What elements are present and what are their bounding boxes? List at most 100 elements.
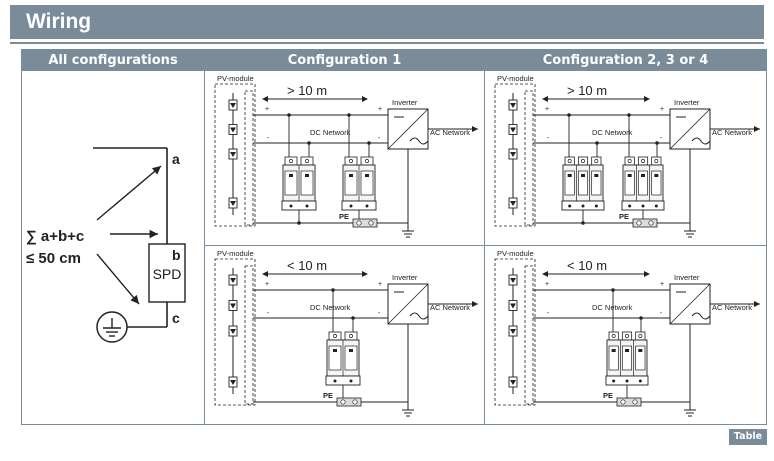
junction-dot [351, 316, 355, 320]
title-rule [10, 42, 764, 44]
wire [387, 108, 429, 150]
column-divider [204, 50, 205, 424]
dc-network-label: DC Network [310, 303, 351, 312]
inverter-label: Inverter [392, 273, 418, 282]
sum-label: ∑ a+b+c [26, 228, 84, 245]
junction-dot [655, 141, 659, 145]
pv-module-label: PV-module [217, 74, 254, 83]
pe-label: PE [323, 391, 333, 400]
arrow-head [472, 126, 478, 132]
spd-device [325, 331, 361, 386]
junction-dot [367, 141, 371, 145]
diode-icon [230, 278, 236, 283]
header-all-configurations: All configurations [22, 50, 204, 71]
label-c: c [172, 310, 180, 326]
diode-icon [230, 152, 236, 157]
terminal-screw [636, 220, 642, 226]
ac-network-label: AC Network [712, 303, 752, 312]
inverter-label: Inverter [674, 98, 700, 107]
pv-module-boundary [214, 258, 256, 406]
pv-module-boundary [214, 83, 256, 227]
minus-sign: - [660, 310, 663, 317]
table-tag: Table 2 [729, 429, 767, 458]
terminal-screw [648, 220, 654, 226]
row-divider [205, 245, 766, 246]
header-configuration-2-3-4: Configuration 2, 3 or 4 [485, 50, 766, 71]
junction-dot [347, 113, 351, 117]
diode-icon [510, 303, 516, 309]
spd-device [621, 156, 665, 211]
dc-conductor-loop [524, 265, 534, 405]
junction-dot [287, 113, 291, 117]
pe-label: PE [619, 212, 629, 221]
junction-dot [581, 221, 585, 225]
label-a: a [172, 151, 180, 167]
spd-device [605, 331, 649, 386]
ac-wave-icon [691, 312, 711, 320]
dc-network-label: DC Network [592, 128, 633, 137]
pe-terminal-block [616, 397, 642, 407]
junction-dot [297, 221, 301, 225]
dc-conductor-loop [244, 265, 254, 405]
spd-box [148, 243, 186, 303]
plus-sign: + [265, 281, 269, 288]
page-title: Wiring [26, 10, 92, 33]
inverter-label: Inverter [674, 273, 700, 282]
pv-module-boundary [494, 258, 536, 406]
junction-dot [639, 316, 643, 320]
dc-conductor-loop [244, 90, 254, 226]
junction-dot [627, 113, 631, 117]
plus-sign: + [545, 106, 549, 113]
diode-icon [230, 127, 236, 133]
dc-network-label: DC Network [592, 303, 633, 312]
diode-icon [510, 103, 516, 108]
dc-conductor-loop [524, 90, 534, 226]
spd-distance-diagram: SPD a b c ∑ a+b+c ≤ 50 cm [26, 147, 186, 343]
arrow-head [472, 301, 478, 307]
label-b: b [172, 247, 181, 263]
pv-module-label: PV-module [497, 74, 534, 83]
junction-dot [611, 288, 615, 292]
limit-label: ≤ 50 cm [26, 250, 81, 267]
pe-terminal-block [336, 397, 362, 407]
terminal-screw [340, 399, 346, 405]
junction-dot [595, 141, 599, 145]
junction-dot [307, 141, 311, 145]
junction-dot [567, 113, 571, 117]
diode-icon [510, 329, 516, 334]
pe-terminal-block [352, 218, 378, 228]
minus-sign: - [660, 135, 663, 142]
header-configuration-1: Configuration 1 [205, 50, 484, 71]
junction-dot [331, 288, 335, 292]
pe-label: PE [339, 212, 349, 221]
arrow-head [754, 301, 760, 307]
minus-sign: - [267, 135, 270, 142]
ac-wave-icon [691, 137, 711, 145]
diode-icon [510, 380, 516, 385]
ac-network-label: AC Network [712, 128, 752, 137]
terminal-screw [356, 220, 362, 226]
distance-label: < 10 m [567, 258, 607, 273]
plus-sign: + [378, 106, 382, 113]
minus-sign: - [547, 310, 550, 317]
pe-label: PE [603, 391, 613, 400]
spd-device [281, 156, 317, 211]
spd-device [561, 156, 605, 211]
plus-sign: + [660, 281, 664, 288]
diode-icon [510, 152, 516, 157]
minus-sign: - [547, 135, 550, 142]
distance-label: > 10 m [567, 83, 607, 98]
diode-icon [510, 201, 516, 206]
pe-terminal-block [632, 218, 658, 228]
column-divider [484, 50, 485, 424]
terminal-screw [632, 399, 638, 405]
diode-icon [230, 201, 236, 206]
minus-sign: - [378, 310, 381, 317]
pv-module-boundary [494, 83, 536, 227]
diode-icon [230, 303, 236, 309]
plus-sign: + [265, 106, 269, 113]
plus-sign: + [660, 106, 664, 113]
spd-label: SPD [153, 266, 182, 282]
